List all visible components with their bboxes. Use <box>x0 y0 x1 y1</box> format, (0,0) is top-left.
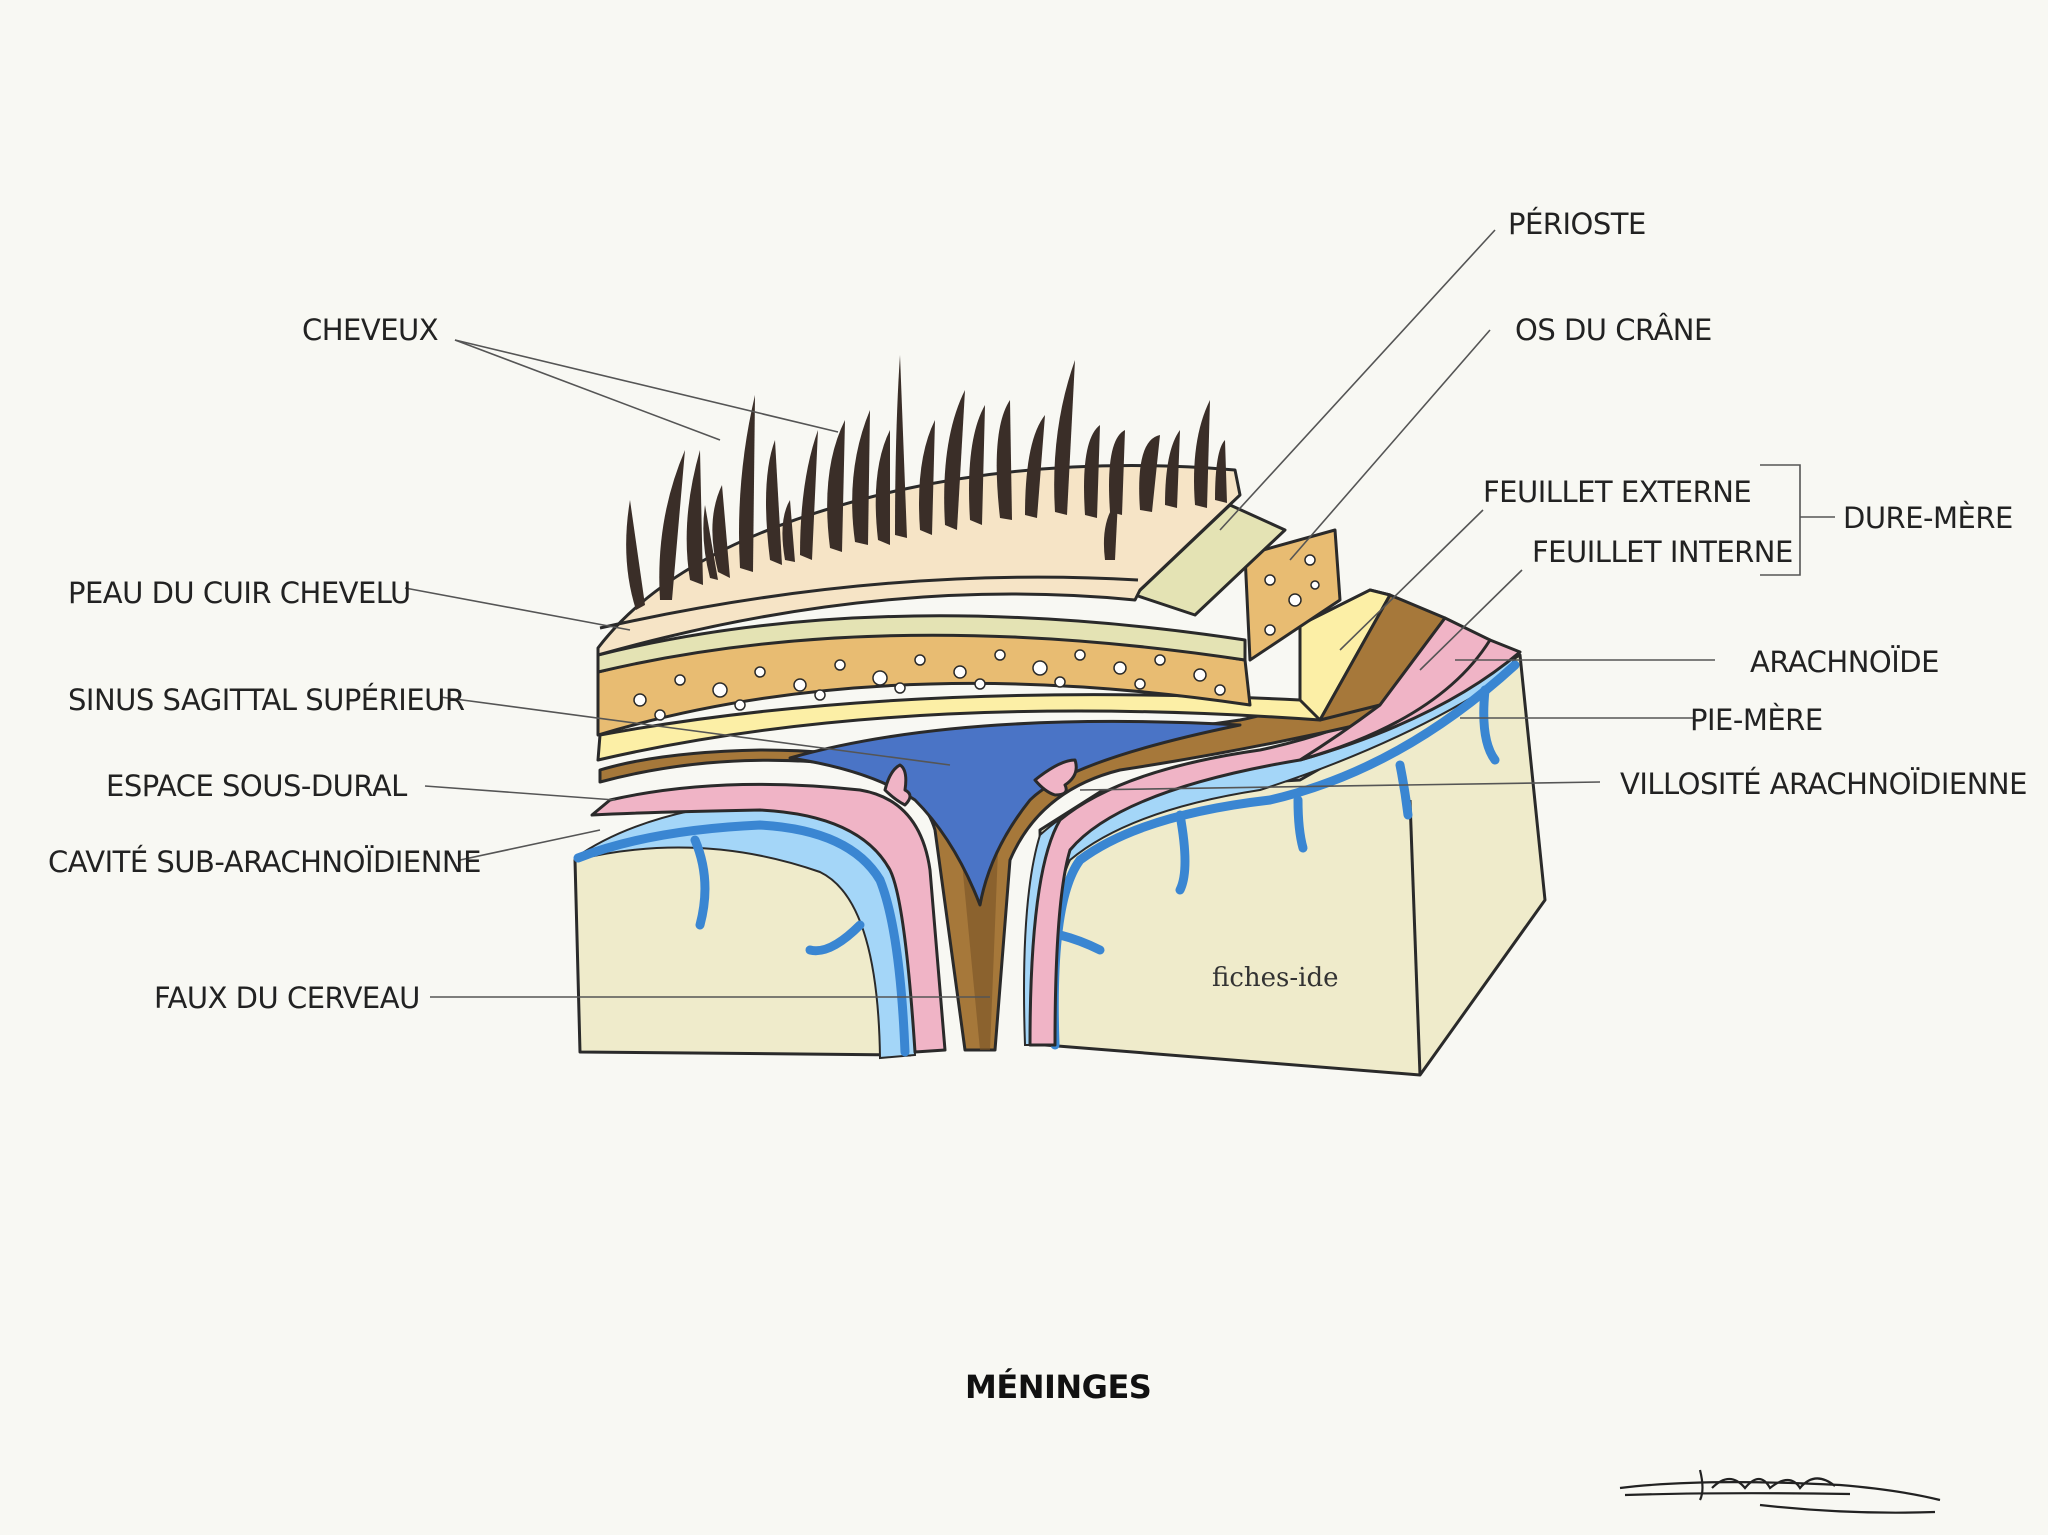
label-os-du-crane: OS DU CRÂNE <box>1515 313 1712 347</box>
label-feuillet-interne: FEUILLET INTERNE <box>1532 535 1793 569</box>
hair <box>626 355 1227 610</box>
label-arachnoide: ARACHNOÏDE <box>1750 645 1939 679</box>
label-perioste: PÉRIOSTE <box>1508 207 1646 241</box>
label-villosite-arachnoidienne: VILLOSITÉ ARACHNOÏDIENNE <box>1620 767 2027 801</box>
periosteum <box>596 503 1287 674</box>
diagram-title: MÉNINGES <box>965 1368 1151 1406</box>
label-feuillet-externe: FEUILLET EXTERNE <box>1483 475 1751 509</box>
label-faux-du-cerveau: FAUX DU CERVEAU <box>154 981 420 1015</box>
label-espace-sous-dural: ESPACE SOUS-DURAL <box>106 769 407 803</box>
label-pie-mere: PIE-MÈRE <box>1690 703 1823 737</box>
spongy-bone-pattern <box>633 554 1320 721</box>
arachnoid <box>590 638 1522 1054</box>
leader-lines <box>404 229 1835 998</box>
label-cheveux: CHEVEUX <box>302 313 438 347</box>
label-sinus-sagittal-superieur: SINUS SAGITTAL SUPÉRIEUR <box>68 683 465 717</box>
label-dure-mere: DURE-MÈRE <box>1843 501 2013 535</box>
signature <box>1619 1469 1941 1514</box>
arachnoid-band <box>1298 616 1492 762</box>
arachnoid-villi <box>883 758 1078 807</box>
label-peau-du-cuir-chevelu: PEAU DU CUIR CHEVELU <box>68 576 411 610</box>
watermark: fiches-ide <box>1212 963 1339 993</box>
label-cavite-sub-arachnoidienne: CAVITÉ SUB-ARACHNOÏDIENNE <box>48 845 481 879</box>
